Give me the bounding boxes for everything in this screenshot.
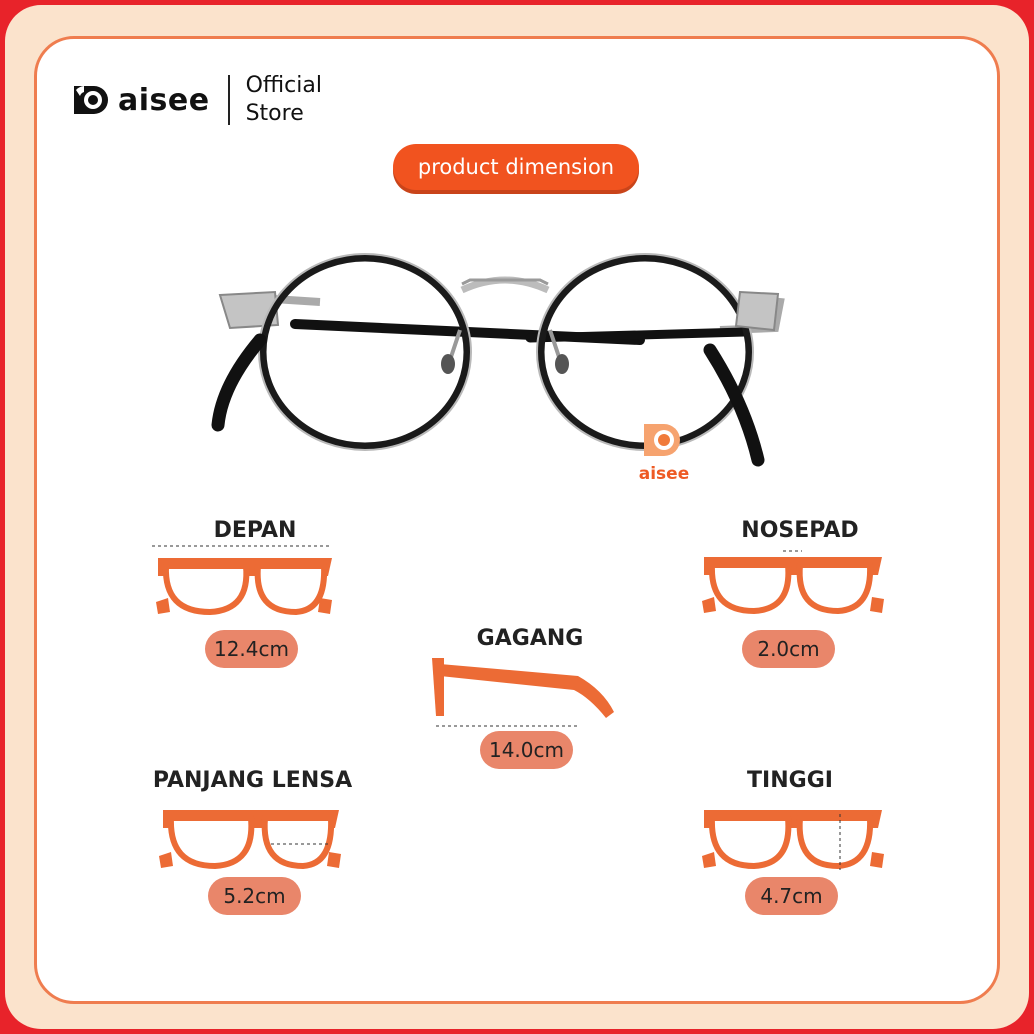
front-width-glasses-icon [152, 545, 332, 616]
depan-label: DEPAN [213, 518, 297, 543]
tinggi-value: 4.7cm [745, 877, 838, 915]
brand-header: aisee Official Store [70, 70, 322, 130]
watermark-logo-icon [644, 424, 680, 456]
nosepad-value: 2.0cm [742, 630, 835, 668]
official-store-label: Official Store [246, 72, 322, 128]
store-line-1: Official [245, 73, 322, 98]
product-glasses-image [211, 253, 785, 467]
lens-length-glasses-icon [159, 810, 341, 870]
store-line-2: Store [245, 101, 304, 126]
nosepad-glasses-icon [702, 550, 884, 615]
aisee-logo-icon [74, 86, 108, 114]
height-glasses-icon [702, 810, 884, 870]
gagang-label: GAGANG [476, 626, 584, 651]
gagang-value: 14.0cm [480, 731, 573, 769]
temple-length-icon [432, 658, 614, 727]
product-dimension-pill: product dimension [393, 144, 639, 190]
panjang-lensa-label: PANJANG LENSA [152, 768, 353, 793]
panjang-lensa-value: 5.2cm [208, 877, 301, 915]
nosepad-label: NOSEPAD [741, 518, 859, 543]
brand-divider [227, 75, 230, 125]
brand-name: aisee [118, 82, 210, 118]
watermark-text: aisee [638, 464, 690, 484]
tinggi-label: TINGGI [747, 768, 833, 793]
depan-value: 12.4cm [205, 630, 298, 668]
